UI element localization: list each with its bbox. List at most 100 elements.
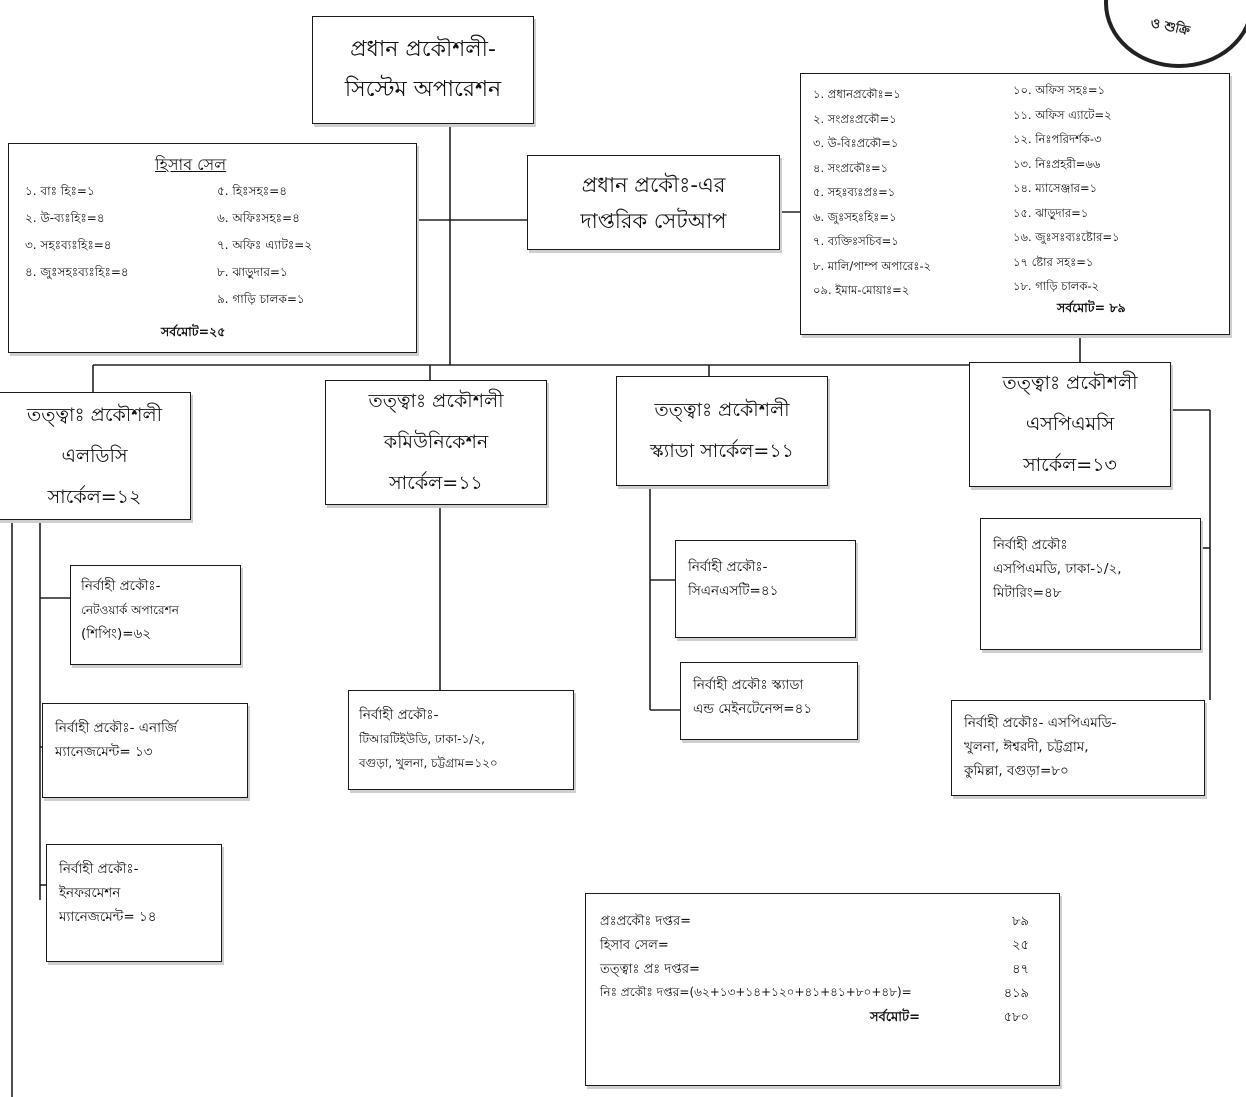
- office-item: ১৫. ঝাড়ুদার=১: [1013, 205, 1089, 220]
- circle-count: সার্কেল=১১: [389, 472, 483, 494]
- office-item: ৬. জুঃসহঃহিঃ=১: [813, 209, 897, 224]
- summary-label: নিঃ প্রকৌঃ দপ্তর=(৬২+১৩+১৪+১২০+৪১+৪১+৮০+…: [600, 985, 912, 999]
- division-line: কুমিল্লা, বগুড়া=৮০: [964, 763, 1069, 779]
- division-spmd-dhaka: নির্বাহী প্রকৌঃ এসপিএমডি, ঢাকা-১/২, মিটা…: [980, 518, 1201, 650]
- circle-node-spmc: তত্ত্বাঃ প্রকৌশলী এসপিএমসি সার্কেল=১৩: [969, 362, 1171, 487]
- summary-value: ২৫: [1012, 938, 1029, 953]
- circle-title: তত্ত্বাঃ প্রকৌশলী: [26, 403, 163, 426]
- division-network-operation: নির্বাহী প্রকৌঃ- নেটওয়ার্ক অপারেশন (শিপ…: [70, 565, 241, 665]
- division-line: নির্বাহী প্রকৌঃ-: [81, 578, 161, 594]
- office-item: ১২. নিঃপরিদর্শক-৩: [1013, 132, 1102, 146]
- division-line: বগুড়া, খুলনা, চট্টগ্রাম=১২০: [359, 756, 498, 770]
- circle-name: কমিউনিকেশন: [383, 431, 489, 453]
- division-line: (শিপিং)=৬২: [81, 626, 152, 642]
- office-left-column: ১. প্রধানপ্রকৌঃ=১ ২. সংপ্রঃপ্রকৌ=১ ৩. উ-…: [813, 82, 931, 303]
- chief-office-setup-node: প্রধান প্রকৌঃ-এর দাপ্তরিক সেটআপ: [527, 155, 780, 250]
- office-item: ০৯. ইমাম-মোয়াঃ=২: [813, 283, 910, 297]
- office-setup-list-box: ১. প্রধানপ্রকৌঃ=১ ২. সংপ্রঃপ্রকৌ=১ ৩. উ-…: [800, 73, 1230, 335]
- summary-row: হিসাব সেল= ২৫: [600, 936, 1045, 958]
- division-scada-maintenance: নির্বাহী প্রকৌঃ স্ক্যাডা এন্ড মেইনটেনেন্…: [680, 662, 858, 740]
- division-line: খুলনা, ঈশ্বরদী, চট্টগ্রাম,: [964, 739, 1089, 755]
- summary-value: ৮৯: [1012, 914, 1029, 929]
- division-line: নির্বাহী প্রকৌঃ-: [359, 707, 439, 723]
- division-line: নির্বাহী প্রকৌঃ- এসপিএমডি-: [964, 715, 1117, 731]
- office-item: ১৪. ম্যাসেঞ্জার=১: [1013, 181, 1098, 195]
- division-energy-management: নির্বাহী প্রকৌঃ- এনার্জি ম্যানেজমেন্ট= ১…: [42, 703, 248, 798]
- chief-office-line-1: প্রধান প্রকৌঃ-এর: [581, 172, 726, 197]
- division-line: নির্বাহী প্রকৌঃ-: [59, 861, 139, 877]
- accounts-item: ২. উ-ব্যঃহিঃ=৪: [25, 211, 105, 225]
- division-spmd-regional: নির্বাহী প্রকৌঃ- এসপিএমডি- খুলনা, ঈশ্বরদ…: [951, 700, 1205, 796]
- division-line: নির্বাহী প্রকৌঃ-: [688, 559, 768, 575]
- accounts-item: ৯. গাড়ি চালক=১: [217, 292, 305, 306]
- division-information-management: নির্বাহী প্রকৌঃ- ইনফরমেশন ম্যানেজমেন্ট= …: [46, 844, 222, 962]
- circle-count: সার্কেল=১২: [47, 485, 142, 508]
- accounts-item: ১. বাঃ হিঃ=১: [25, 184, 95, 198]
- accounts-right-column: ৫. হিঃসহঃ=৪ ৬. অফিঃসহঃ=৪ ৭. অফিঃ এ্যাটঃ=…: [217, 178, 312, 313]
- office-item: ১৮. গাড়ি চালক-২: [1013, 279, 1100, 293]
- circle-title: তত্ত্বাঃ প্রকৌশলী: [1002, 372, 1138, 394]
- division-line: টিআরটিইউডি, ঢাকা-১/২,: [359, 732, 485, 746]
- summary-label: প্রঃপ্রকৌঃ দপ্তর=: [600, 914, 691, 929]
- summary-box: প্রঃপ্রকৌঃ দপ্তর= ৮৯ হিসাব সেল= ২৫ তত্ত্…: [585, 893, 1060, 1086]
- summary-row: নিঃ প্রকৌঃ দপ্তর=(৬২+১৩+১৪+১২০+৪১+৪১+৮০+…: [600, 984, 1045, 1006]
- division-line: নির্বাহী প্রকৌঃ স্ক্যাডা: [693, 677, 804, 693]
- division-line: ইনফরমেশন: [59, 885, 121, 901]
- office-item: ৪. সংপ্রকৌঃ=১: [813, 160, 889, 175]
- division-line: এন্ড মেইনটেনেন্স=৪১: [693, 701, 813, 717]
- circle-node-scada: তত্ত্বাঃ প্রকৌশলী স্ক্যাডা সার্কেল=১১: [616, 376, 828, 486]
- division-line: এসপিএমডি, ঢাকা-১/২,: [993, 561, 1122, 577]
- circle-name: স্ক্যাডা সার্কেল=১১: [650, 440, 794, 462]
- division-communication-dhaka: নির্বাহী প্রকৌঃ- টিআরটিইউডি, ঢাকা-১/২, ব…: [348, 690, 574, 790]
- summary-value: ৪৭: [1012, 962, 1029, 977]
- summary-row: প্রঃপ্রকৌঃ দপ্তর= ৮৯: [600, 912, 1045, 934]
- office-item: ১৬. জুঃসঃব্যঃষ্টোর=১: [1013, 230, 1120, 244]
- summary-total-row: সর্বমোট= ৫৮০: [600, 1008, 1045, 1030]
- summary-label: হিসাব সেল=: [600, 938, 669, 953]
- division-line: সিএনএসটি=৪১: [688, 583, 779, 599]
- division-line: নির্বাহী প্রকৌঃ- এনার্জি: [55, 720, 177, 736]
- accounts-cell-title: হিসাব সেল: [155, 155, 227, 174]
- office-item: ১১. অফিস এ্যাটে=২: [1013, 107, 1112, 122]
- circle-count: সার্কেল=১৩: [1023, 454, 1117, 476]
- accounts-cell-box: হিসাব সেল ১. বাঃ হিঃ=১ ২. উ-ব্যঃহিঃ=৪ ৩.…: [8, 143, 417, 353]
- office-item: ৮. মালি/পাম্প অপারেঃ-২: [813, 258, 932, 273]
- summary-value: ৪১৯: [1003, 986, 1029, 1001]
- accounts-total: সর্বমোট=২৫: [161, 324, 226, 339]
- circle-name: এসপিএমসি: [1025, 413, 1115, 435]
- circle-title: তত্ত্বাঃ প্রকৌশলী: [654, 399, 790, 421]
- circle-name: এলডিসি: [61, 444, 128, 467]
- root-node-chief-engineer: প্রধান প্রকৌশলী- সিস্টেম অপারেশন: [312, 16, 534, 124]
- summary-total-label: সর্বমোট=: [870, 1010, 921, 1025]
- root-line-2: সিস্টেম অপারেশন: [344, 77, 502, 102]
- accounts-item: ৭. অফিঃ এ্যাটঃ=২: [217, 238, 313, 252]
- office-item: ৫. সহঃব্যঃপ্রঃ=১: [813, 185, 896, 199]
- office-item: ১. প্রধানপ্রকৌঃ=১: [813, 87, 901, 101]
- office-item: ১০. অফিস সহঃ=১: [1013, 83, 1106, 97]
- chief-office-line-2: দাপ্তরিক সেটআপ: [580, 208, 727, 233]
- circle-node-communication: তত্ত্বাঃ প্রকৌশলী কমিউনিকেশন সার্কেল=১১: [325, 380, 547, 505]
- office-item: ১৭ ষ্টোর সহঃ=১: [1013, 254, 1094, 269]
- summary-total-value: ৫৮০: [1003, 1010, 1029, 1025]
- division-line: ম্যানেজমেন্ট= ১৪: [59, 909, 157, 925]
- accounts-item: ৩. সহঃব্যঃহিঃ=৪: [25, 238, 112, 252]
- division-line: নেটওয়ার্ক অপারেশন: [81, 603, 179, 617]
- circle-title: তত্ত্বাঃ প্রকৌশলী: [368, 390, 504, 412]
- accounts-item: ৪. জুঃসহঃব্যঃহিঃ=৪: [25, 265, 129, 279]
- division-line: নির্বাহী প্রকৌঃ: [993, 537, 1068, 553]
- office-item: ৩. উ-বিঃপ্রকৌ=১: [813, 136, 899, 150]
- accounts-left-column: ১. বাঃ হিঃ=১ ২. উ-ব্যঃহিঃ=৪ ৩. সহঃব্যঃহি…: [25, 178, 129, 286]
- office-item: ১৩. নিঃপ্রহরী=৬৬: [1013, 156, 1101, 171]
- summary-label: তত্ত্বাঃ প্রঃ দপ্তর=: [600, 962, 700, 977]
- office-item: ৭. ব্যক্তিঃসচিব=১: [813, 234, 899, 248]
- accounts-item: ৮. ঝাড়ুদার=১: [217, 265, 288, 279]
- office-right-column: ১০. অফিস সহঃ=১ ১১. অফিস এ্যাটে=২ ১২. নিঃ…: [1013, 78, 1120, 299]
- root-line-1: প্রধান প্রকৌশলী-: [350, 37, 496, 62]
- division-line: মিটারিং=৪৮: [993, 585, 1062, 601]
- circle-node-ldc: তত্ত্বাঃ প্রকৌশলী এলডিসি সার্কেল=১২: [0, 392, 191, 520]
- division-line: ম্যানেজমেন্ট= ১৩: [55, 744, 153, 760]
- summary-row: তত্ত্বাঃ প্রঃ দপ্তর= ৪৭: [600, 960, 1045, 982]
- accounts-item: ৫. হিঃসহঃ=৪: [217, 184, 288, 198]
- office-setup-total: সর্বমোট= ৮৯: [1057, 300, 1126, 315]
- accounts-item: ৬. অফিঃসহঃ=৪: [217, 211, 300, 225]
